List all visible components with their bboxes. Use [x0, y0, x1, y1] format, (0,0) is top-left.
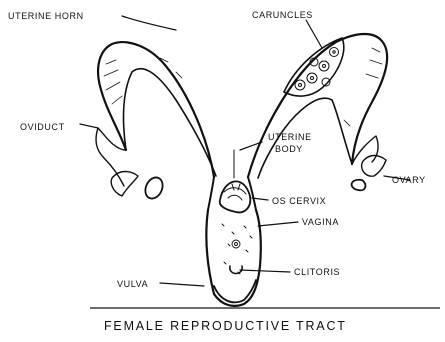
figure-caption: FEMALE REPRODUCTIVE TRACT — [104, 319, 347, 333]
leader-clitoris — [240, 270, 290, 272]
vagina-outline — [206, 210, 260, 306]
left-horn-shading — [104, 58, 182, 104]
leader-uterine-horn — [122, 16, 176, 30]
caruncles-window — [284, 38, 344, 96]
right-uterine-horn-outline — [248, 34, 387, 177]
label-ovary: OVARY — [392, 175, 426, 185]
label-body: BODY — [275, 144, 303, 154]
anatomy-drawing — [96, 34, 387, 306]
caruncle-nodules — [295, 48, 339, 91]
leader-oviduct — [80, 124, 98, 128]
label-caruncles: CARUNCLES — [252, 10, 313, 20]
left-oviduct-fimbria — [111, 172, 138, 197]
label-uterine: UTERINE — [268, 132, 312, 142]
leader-caruncles — [306, 20, 322, 48]
labels: UTERINE HORN CARUNCLES OVIDUCT UTERINE B… — [8, 10, 426, 289]
label-vulva: VULVA — [117, 279, 148, 289]
right-ovary — [352, 180, 366, 191]
vaginal-lining-texture — [222, 224, 252, 274]
right-oviduct-fimbria — [362, 156, 386, 177]
leader-vagina — [258, 222, 298, 226]
cervix-folds — [224, 184, 246, 200]
label-os-cervix: OS CERVIX — [272, 196, 326, 206]
left-ovary — [142, 175, 166, 202]
right-horn-shading — [344, 48, 382, 126]
cervix-opening — [220, 181, 251, 212]
leader-vulva — [160, 283, 204, 286]
left-uterine-horn-outline — [98, 42, 214, 177]
label-uterine-horn: UTERINE HORN — [8, 11, 84, 21]
label-vagina: VAGINA — [302, 217, 339, 227]
left-uterine-horn-inner — [124, 69, 216, 176]
label-oviduct: OVIDUCT — [20, 122, 65, 132]
label-clitoris: CLITORIS — [294, 267, 340, 277]
